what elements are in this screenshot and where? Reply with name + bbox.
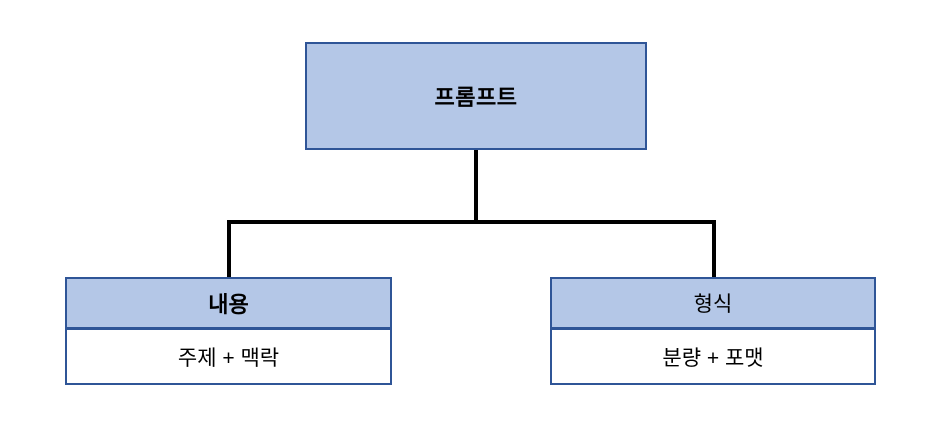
node-child-format[interactable]: 형식 분량 + 포맷 <box>550 277 876 385</box>
connector-drop-right <box>712 220 716 278</box>
connector-root-stem <box>474 150 478 224</box>
connector-drop-left <box>227 220 231 278</box>
node-child-format-header: 형식 <box>552 279 874 330</box>
node-child-format-body: 분량 + 포맷 <box>552 330 874 383</box>
node-root-prompt[interactable]: 프롬프트 <box>305 42 647 150</box>
connector-horizontal-bar <box>227 220 716 224</box>
node-root-label: 프롬프트 <box>434 85 518 110</box>
node-child-content-body: 주제 + 맥락 <box>67 330 390 383</box>
node-child-content[interactable]: 내용 주제 + 맥락 <box>65 277 392 385</box>
node-child-content-header: 내용 <box>67 279 390 330</box>
